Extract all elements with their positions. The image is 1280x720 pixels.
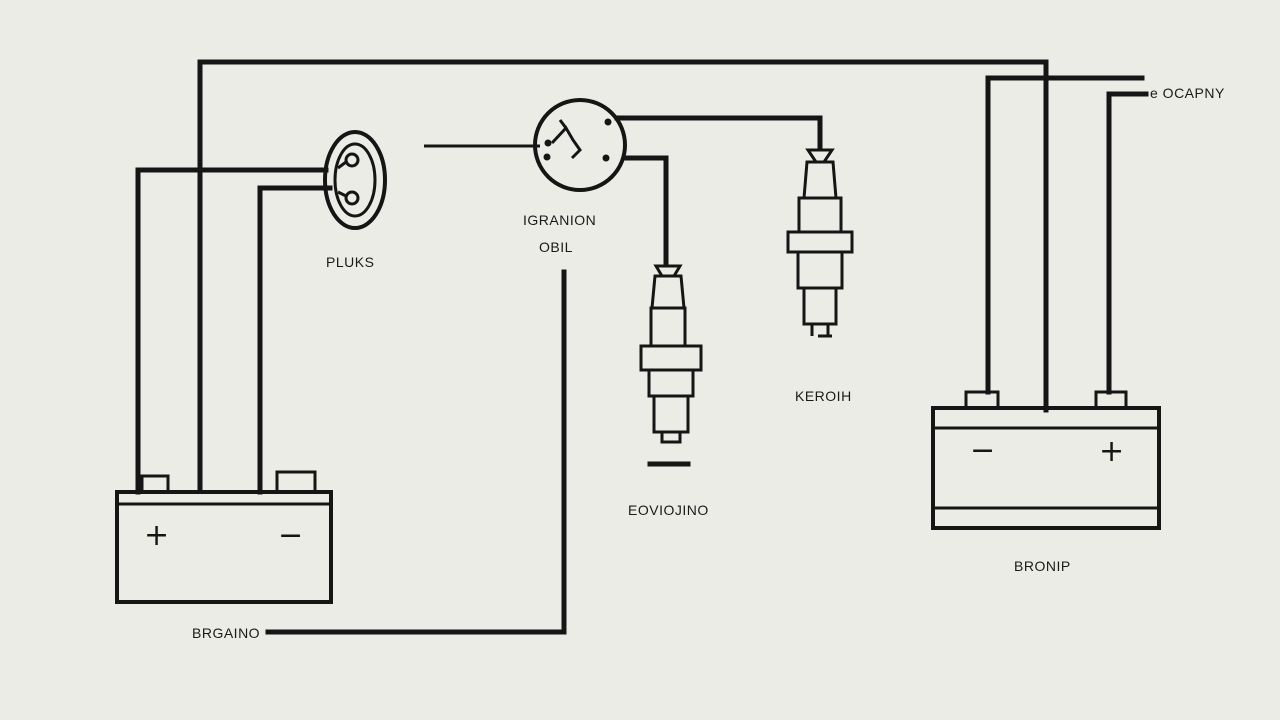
plug-right-label: KEROIH (795, 388, 852, 404)
ignition-label-line2: OBIL (539, 239, 573, 255)
ignition-coil (533, 98, 627, 192)
right-battery-wire-inner (1106, 91, 1149, 395)
spark-plug-right (786, 148, 854, 338)
top-main-wire (197, 59, 1049, 493)
battery-right (931, 390, 1161, 530)
battery-right-minus: − (970, 433, 995, 468)
coil-to-center-plug-wire (623, 155, 669, 267)
battery-left-wire-inner (257, 185, 333, 495)
battery-right-plus: + (1099, 434, 1124, 469)
battery-right-label: BRONIP (1014, 558, 1071, 574)
battery-left-minus: − (278, 518, 303, 553)
coil-to-right-plug-wire (614, 115, 823, 149)
ignition-label-line1: IGRANION (523, 212, 596, 228)
battery-left-label: BRGAINO (192, 625, 260, 641)
plugs-connector (323, 130, 387, 230)
top-right-label: e OCAPNY (1150, 85, 1225, 101)
spark-plug-center (639, 264, 703, 444)
right-battery-wire-outer (985, 75, 1145, 395)
ground-wire (265, 269, 567, 635)
battery-left-wire-outer (135, 167, 329, 495)
plugs-label: PLUKS (326, 254, 374, 270)
battery-left-plus: + (144, 518, 169, 553)
battery-left (115, 470, 333, 604)
plug-center-label: EOVIOJINO (628, 502, 709, 518)
